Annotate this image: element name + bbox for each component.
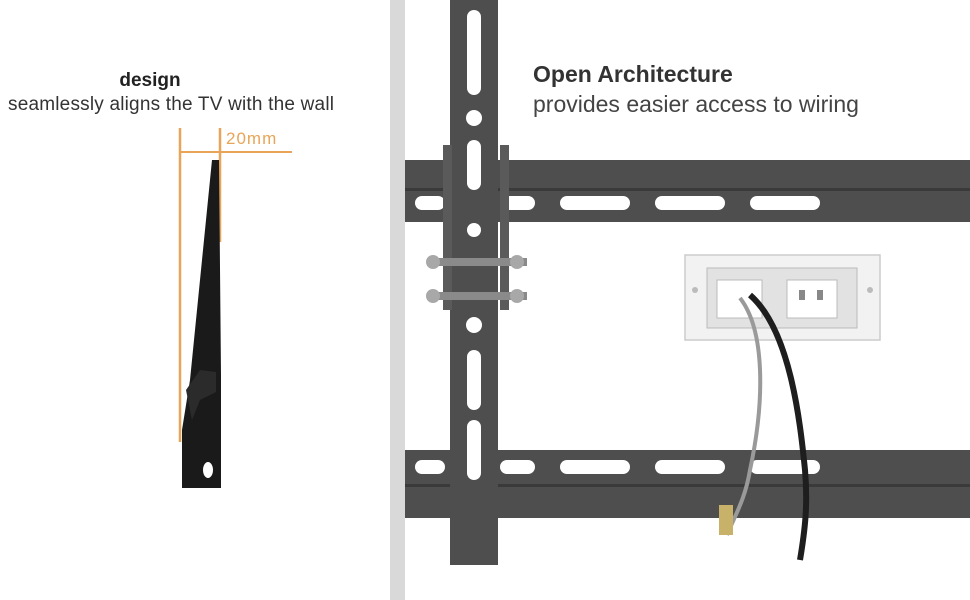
- arm-slot: [467, 10, 481, 95]
- rail-slot: [560, 196, 630, 210]
- design-heading: design: [119, 70, 181, 91]
- open-architecture-heading: Open Architecture: [533, 61, 733, 87]
- mount-illustration: [405, 0, 970, 565]
- right-panel: Open Architecture provides easier access…: [405, 0, 970, 600]
- panel-divider: [390, 0, 405, 600]
- open-architecture-subheading: provides easier access to wiring: [533, 91, 859, 117]
- design-subheading: seamlessly aligns the TV with the wall: [8, 94, 335, 115]
- rail-slot: [560, 460, 630, 474]
- tilt-bracket: [500, 145, 509, 310]
- coax-cable: [725, 296, 763, 536]
- tilt-bracket: [443, 145, 452, 310]
- rail-slot: [655, 460, 725, 474]
- coax-connector: [719, 505, 733, 535]
- arm-slot: [467, 420, 481, 480]
- arm-slot: [467, 350, 481, 410]
- bolt: [427, 292, 527, 300]
- rail-slot: [750, 460, 820, 474]
- rail-slot: [655, 196, 725, 210]
- rail-slot: [415, 196, 445, 210]
- profile-illustration: [178, 128, 292, 488]
- mount-bracket-hook: [186, 370, 216, 420]
- power-cable: [747, 292, 810, 561]
- rail-slot: [750, 196, 820, 210]
- mount-profile: [182, 160, 221, 488]
- mount-hole: [203, 462, 213, 478]
- left-panel: design seamlessly aligns the TV with the…: [0, 0, 390, 600]
- bolt: [427, 258, 527, 266]
- power-outlet: [786, 279, 838, 319]
- dimension-label: 20mm: [226, 129, 278, 148]
- arm-slot: [467, 140, 481, 190]
- rail-slot: [415, 460, 445, 474]
- rail-slot: [500, 460, 535, 474]
